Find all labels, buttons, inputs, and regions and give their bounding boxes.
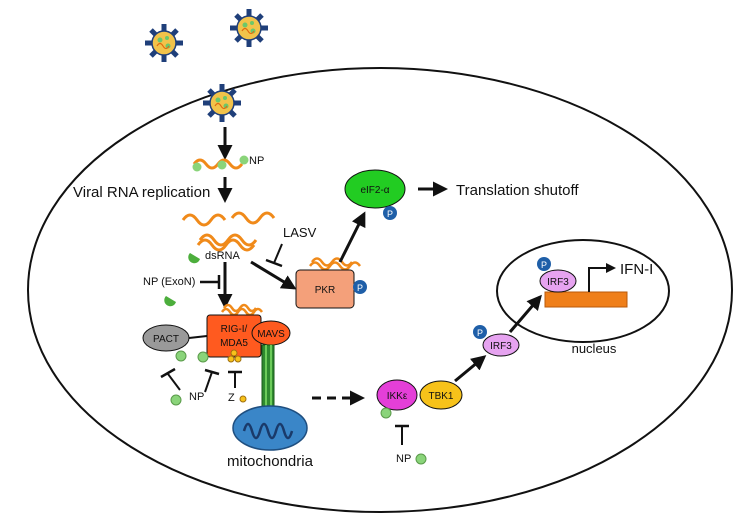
pact-link: [188, 335, 208, 339]
np-icon: [380, 407, 392, 419]
eif2a-node: [344, 169, 406, 209]
lasv-inhibit-line: [273, 243, 283, 264]
svg-text:P: P: [387, 209, 393, 219]
exon-np-icon: [188, 253, 200, 264]
irf3-label: IRF3: [490, 341, 512, 352]
np-icon: [175, 350, 187, 362]
viral-rna-replication-label: Viral RNA replication: [73, 184, 210, 201]
np-exon-label: NP (ExoN): [143, 276, 195, 288]
np-inhibit-line: [204, 371, 213, 393]
np-icon: [197, 351, 209, 363]
lasv-label: LASV: [283, 225, 317, 240]
rig-mda5-node: RIG-I/ MDA5: [206, 303, 264, 358]
ifn-gene-bar: [544, 291, 628, 308]
mitochondria-label: mitochondria: [227, 453, 314, 470]
np-icon: [415, 453, 427, 465]
rig-label-line2: MDA5: [220, 338, 248, 349]
dsrna-label: dsRNA: [205, 250, 241, 262]
np-bottom-label: NP: [189, 391, 204, 403]
eif2a-label: eIF2-α: [360, 185, 389, 196]
tbk1-to-irf3-arrow: [454, 355, 487, 383]
np-top-label: NP: [249, 155, 264, 167]
mitochondria-icon: [232, 405, 308, 451]
viral-rna-icon: [181, 211, 276, 252]
svg-text:P: P: [357, 283, 363, 293]
irf3-to-nucleus-arrow: [508, 294, 542, 333]
rig-label-line1: RIG-I/: [221, 324, 248, 335]
cell-membrane: [27, 67, 733, 513]
nucleus-membrane: [496, 239, 670, 343]
pkr-node: PKR: [295, 257, 362, 309]
mavs-anchor: [261, 344, 275, 409]
svg-text:P: P: [477, 328, 483, 338]
pact-label: PACT: [153, 334, 179, 345]
nucleus-label: nucleus: [572, 341, 617, 356]
phospho-icon: P: [353, 280, 367, 294]
irf3-node: [482, 333, 520, 357]
dsrna-to-pkr-arrow: [250, 260, 297, 290]
transcription-arrow: [588, 263, 616, 292]
mavs-label: MAVS: [257, 329, 285, 340]
ikke-label: IKKε: [387, 391, 408, 402]
np-inhibit-line: [167, 373, 181, 391]
exon-np-icon: [164, 296, 176, 307]
pkr-to-eif2a-arrow: [338, 211, 366, 263]
phospho-icon: P: [473, 325, 487, 339]
ifn-label: IFN-I: [620, 261, 653, 278]
tbk1-node: [419, 380, 463, 410]
phospho-icon: P: [383, 206, 397, 220]
np-rna-complex-icon: [192, 155, 249, 172]
np-icon: [170, 394, 182, 406]
z-protein-icon: [239, 395, 247, 403]
irf3-nucleus-label: IRF3: [547, 277, 569, 288]
np-inhibit-bar: [160, 367, 176, 379]
tbk1-label: TBK1: [428, 391, 453, 402]
ikke-node: [376, 379, 418, 411]
virus-icon: [230, 9, 268, 47]
z-protein-icon: [227, 349, 242, 363]
np-ikk-label: NP: [396, 453, 411, 465]
irf3-nucleus-node: [539, 269, 577, 293]
phospho-icon: P: [537, 257, 551, 271]
lasv-inhibit-bar: [265, 258, 283, 268]
z-label: Z: [228, 392, 235, 404]
virus-icon: [203, 84, 241, 122]
svg-text:P: P: [541, 260, 547, 270]
translation-shutoff-label: Translation shutoff: [456, 182, 579, 199]
np-inhibit-bar: [204, 368, 220, 376]
virus-icon: [145, 24, 183, 62]
pkr-label: PKR: [315, 285, 336, 296]
